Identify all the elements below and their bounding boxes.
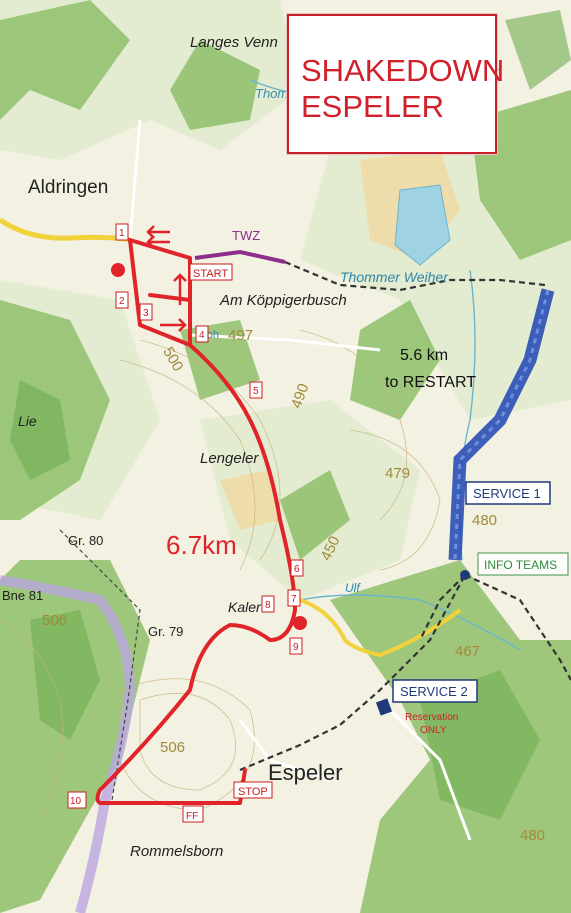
restart-label: to RESTART [385, 374, 476, 391]
ff-label: FF [186, 811, 198, 822]
waypoint-7: 7 [291, 594, 297, 605]
thommer-weiher-lake [394, 184, 451, 266]
stop-label: STOP [238, 786, 268, 798]
place-lengeler: Lengeler [200, 450, 259, 467]
main-road-aldringen [0, 217, 131, 243]
elevation-479: 479 [385, 465, 410, 482]
waypoint-2: 2 [119, 296, 125, 307]
waypoint-6: 6 [294, 564, 300, 575]
stop-box [233, 781, 273, 799]
place-thommer-weiher: Thommer Weiher [340, 269, 449, 285]
waypoint-numbers: 1 2 3 4 5 6 7 8 9 10 [67, 223, 304, 809]
info-teams-label: INFO TEAMS [484, 558, 557, 572]
service-road [448, 288, 555, 561]
place-lie: Lie [18, 413, 37, 429]
place-aldringen: Aldringen [28, 177, 108, 198]
border-line [59, 529, 141, 801]
minor-roads [128, 119, 472, 841]
service2-box [392, 679, 478, 703]
service2-marker [375, 698, 393, 716]
contour-lines [0, 329, 441, 821]
place-langes-venn: Langes Venn [190, 34, 278, 51]
place-gr80: Gr. 80 [68, 533, 103, 548]
twz-label: TWZ [232, 228, 260, 243]
place-kaler: Kaler [228, 599, 262, 615]
twz-segment [194, 249, 286, 264]
border-boundary [0, 575, 136, 913]
reservation-label: Reservation [405, 712, 458, 723]
map-title-box: SHAKEDOWN ESPELER [287, 14, 504, 154]
waypoint-dot-start [111, 263, 125, 277]
service2-label: SERVICE 2 [400, 684, 468, 699]
ff-box [182, 805, 204, 823]
map-title-line1: SHAKEDOWN [301, 53, 505, 88]
elevation-497: 497 [228, 327, 253, 344]
place-thommen: Thom [255, 86, 288, 101]
place-ulf: Ulf [345, 581, 361, 595]
place-bne81: Bne 81 [2, 588, 43, 603]
stage-route [95, 238, 297, 805]
direction-arrows [146, 225, 187, 332]
map-title-line2: ESPELER [301, 89, 445, 124]
waypoint-4: 4 [199, 330, 205, 341]
place-rommelsborn: Rommelsborn [130, 843, 223, 860]
transit-roads [239, 260, 571, 772]
waypoint-3: 3 [143, 308, 149, 319]
info-teams-box [477, 552, 569, 576]
restart-distance: 5.6 km [400, 347, 448, 364]
waypoint-dot-finish [293, 616, 307, 630]
stage-distance: 6.7km [166, 530, 237, 560]
place-gr79: Gr. 79 [148, 624, 183, 639]
elevation-506-south: 506 [160, 739, 185, 756]
waypoint-8: 8 [265, 600, 271, 611]
start-box [189, 263, 233, 281]
dense-forest-areas [10, 10, 571, 820]
place-am-koppigerbusch: Am Köppigerbusch [219, 292, 347, 309]
elevation-506-west: 506 [42, 612, 67, 629]
elevation-480-service: 480 [472, 512, 497, 529]
junction-marker [460, 570, 470, 580]
service1-box [465, 481, 551, 505]
reservation-only-label: ONLY [420, 725, 447, 736]
waypoint-9: 9 [293, 642, 299, 653]
service1-label: SERVICE 1 [473, 486, 541, 501]
elevation-480-east: 480 [520, 827, 545, 844]
main-road-espeler [299, 598, 462, 658]
elevation-467: 467 [455, 643, 480, 660]
waypoint-5: 5 [253, 386, 259, 397]
waypoint-10: 10 [70, 796, 82, 807]
waypoint-1: 1 [119, 228, 125, 239]
place-espeler: Espeler [268, 760, 343, 785]
start-label: START [193, 268, 228, 280]
